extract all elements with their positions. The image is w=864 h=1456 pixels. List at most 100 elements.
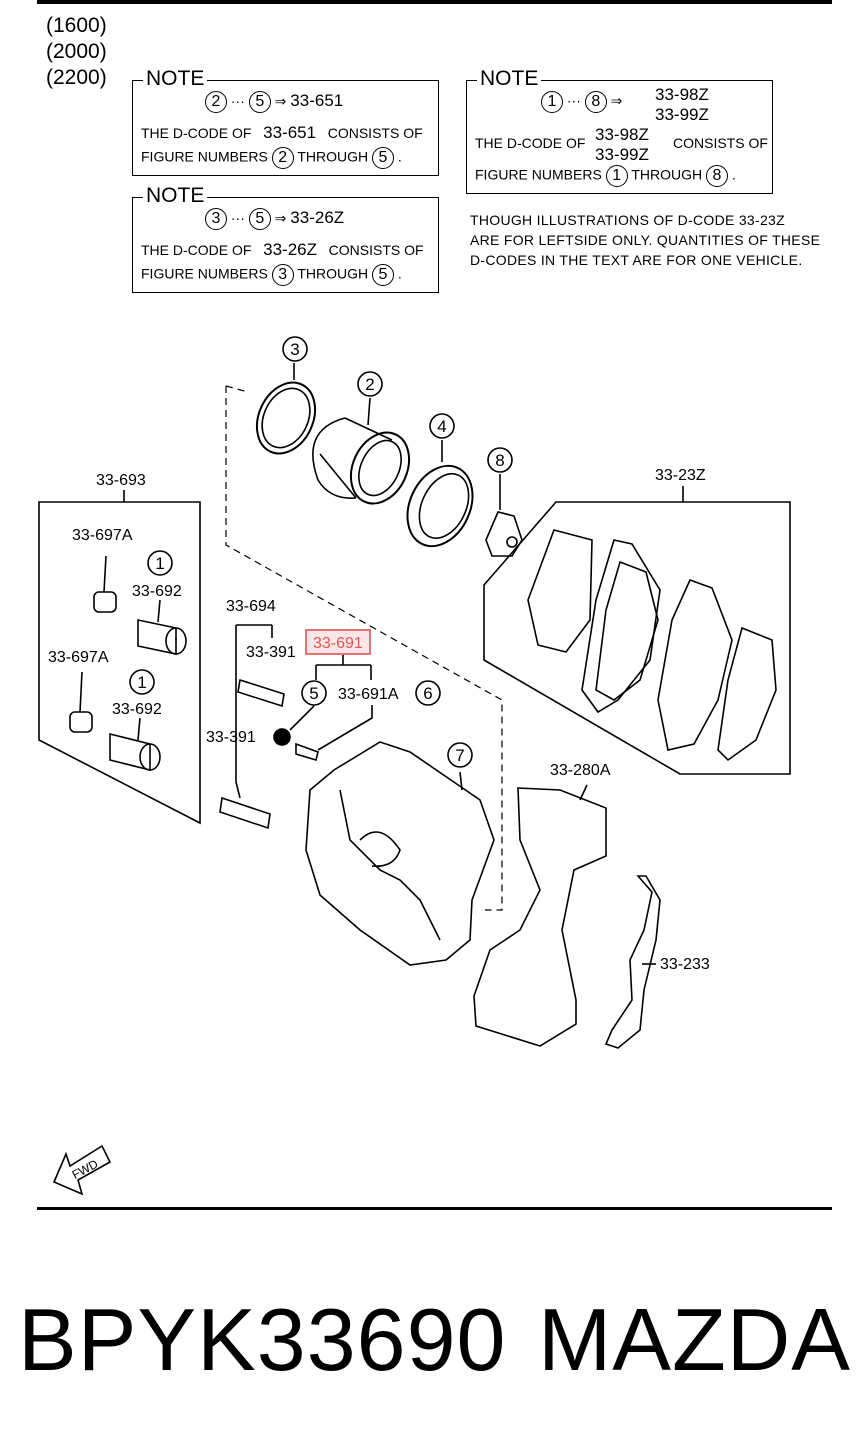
label-33-233: 33-233 — [660, 956, 710, 973]
label-33-693: 33-693 — [96, 472, 146, 489]
caliper-piston — [312, 417, 393, 499]
label-33-697a: 33-697A — [48, 649, 109, 666]
brand-name: MAZDA — [538, 1290, 851, 1389]
though-line-1: THOUGH ILLUSTRATIONS OF D-CODE 33-23Z — [470, 212, 785, 228]
figure-circle: 2 — [205, 91, 227, 114]
label-33-694: 33-694 — [226, 598, 276, 615]
note-text: THROUGH — [297, 265, 369, 282]
figure-circle: 5 — [248, 91, 271, 114]
arrow-icon: ⇒ — [274, 210, 287, 226]
leader-line — [579, 784, 588, 801]
note-text: THE D-CODE OF — [475, 135, 586, 151]
callout-1: 1 — [155, 554, 164, 573]
pad-kit-box — [483, 501, 791, 775]
sleeve — [165, 627, 187, 655]
callout-5: 5 — [309, 684, 318, 703]
bottom-rule — [37, 1207, 832, 1210]
bolt-cap — [273, 728, 291, 746]
callout-circle — [147, 550, 173, 576]
brake-pad — [527, 529, 593, 653]
callout-4: 4 — [437, 417, 446, 436]
callout-2: 2 — [365, 375, 374, 394]
note-code: 33-98Z — [595, 125, 649, 144]
callout-8: 8 — [495, 451, 504, 470]
guide-pin — [237, 678, 285, 708]
note-line-2: FIGURE NUMBERS 1 THROUGH 8 . — [475, 165, 736, 187]
callout-circle — [282, 336, 308, 362]
brake-pad — [657, 578, 733, 751]
guide-pin — [219, 796, 271, 830]
arrow-icon: ⇒ — [274, 93, 287, 109]
bolt-set-bracket — [315, 655, 372, 680]
note-header: NOTE — [143, 67, 208, 91]
note-code: 33-26Z — [290, 208, 345, 227]
note-code: 33-651 — [263, 123, 317, 142]
bleeder-screw — [485, 511, 523, 557]
callout-circle — [415, 680, 441, 706]
callout-circle — [447, 742, 473, 768]
note-text: THE D-CODE OF — [141, 125, 252, 141]
figure-circle: 3 — [205, 208, 227, 231]
figure-circle: 5 — [372, 147, 394, 169]
note-header: NOTE — [143, 184, 208, 208]
note-range: 2 ··· 5 ⇒ 33-651 — [205, 91, 343, 114]
leader-line — [235, 781, 241, 799]
brake-pad — [717, 626, 777, 762]
note-line-2: FIGURE NUMBERS 3 THROUGH 5 . — [141, 264, 402, 286]
brake-pad — [595, 560, 659, 701]
sleeve — [139, 743, 161, 771]
bushing-cap — [69, 711, 93, 733]
note-code: 33-99Z — [595, 145, 649, 164]
note-text: . — [397, 148, 402, 165]
leader-line — [367, 397, 371, 426]
range-separator: ··· — [230, 93, 245, 109]
sleeve — [109, 732, 151, 772]
dust-boot — [418, 473, 470, 539]
bleeder-screw — [506, 536, 518, 548]
figure-circle: 1 — [541, 91, 563, 113]
assembly-dashed-outline — [225, 385, 249, 393]
label-33-280a: 33-280A — [550, 762, 611, 779]
bushing-kit-box — [38, 501, 201, 825]
leader-line — [289, 705, 315, 731]
note-range: 3 ··· 5 ⇒ 33-26Z — [205, 208, 345, 231]
caliper-piston — [349, 431, 411, 505]
note-line-1: THE D-CODE OF 33-651 CONSISTS OF — [141, 123, 423, 143]
callout-7: 7 — [455, 746, 464, 765]
leader-line — [79, 671, 83, 713]
caliper-piston — [358, 439, 402, 497]
label-33-691a: 33-691A — [338, 686, 399, 703]
dust-boot — [406, 464, 474, 548]
though-line-3: D-CODES IN THE TEXT ARE FOR ONE VEHICLE. — [470, 252, 803, 268]
callout-circle — [487, 447, 513, 473]
note-text: CONSISTS OF — [673, 135, 768, 151]
note-text: . — [397, 265, 402, 282]
callout-3: 3 — [290, 340, 299, 359]
piston-seal — [255, 381, 317, 455]
figure-circle: 5 — [248, 208, 271, 231]
note-text: THE D-CODE OF — [141, 242, 252, 258]
note-text: CONSISTS OF — [328, 242, 424, 258]
note-line-2: FIGURE NUMBERS 2 THROUGH 5 . — [141, 147, 402, 169]
caliper-body — [305, 741, 495, 966]
range-separator: ··· — [566, 92, 581, 109]
leader-line — [137, 717, 141, 741]
note-box-33-98z: NOTE 1 ··· 8 ⇒ 33-98Z 33-99Z THE D-CODE … — [466, 67, 773, 194]
note-text: FIGURE NUMBERS — [141, 148, 268, 165]
note-code: 33-99Z — [655, 105, 709, 124]
figure-circle: 5 — [372, 264, 394, 286]
label-33-692: 33-692 — [132, 583, 182, 600]
engine-list: (1600) (2000) (2200) — [46, 13, 107, 91]
mounting-support — [473, 787, 607, 1047]
figure-circle: 1 — [605, 165, 628, 187]
engine-2200: (2200) — [46, 66, 107, 89]
engine-1600: (1600) — [46, 14, 107, 37]
callout-circle — [357, 371, 383, 397]
note-box-33-651: NOTE 2 ··· 5 ⇒ 33-651 THE D-CODE OF 33-6… — [132, 67, 439, 176]
figure-circle: 3 — [271, 264, 294, 286]
callout-circle — [301, 680, 327, 706]
note-code: 33-26Z — [263, 240, 317, 259]
note-line-1: THE D-CODE OF 33-26Z CONSISTS OF — [141, 240, 424, 260]
guide-pin-bracket — [235, 624, 273, 782]
